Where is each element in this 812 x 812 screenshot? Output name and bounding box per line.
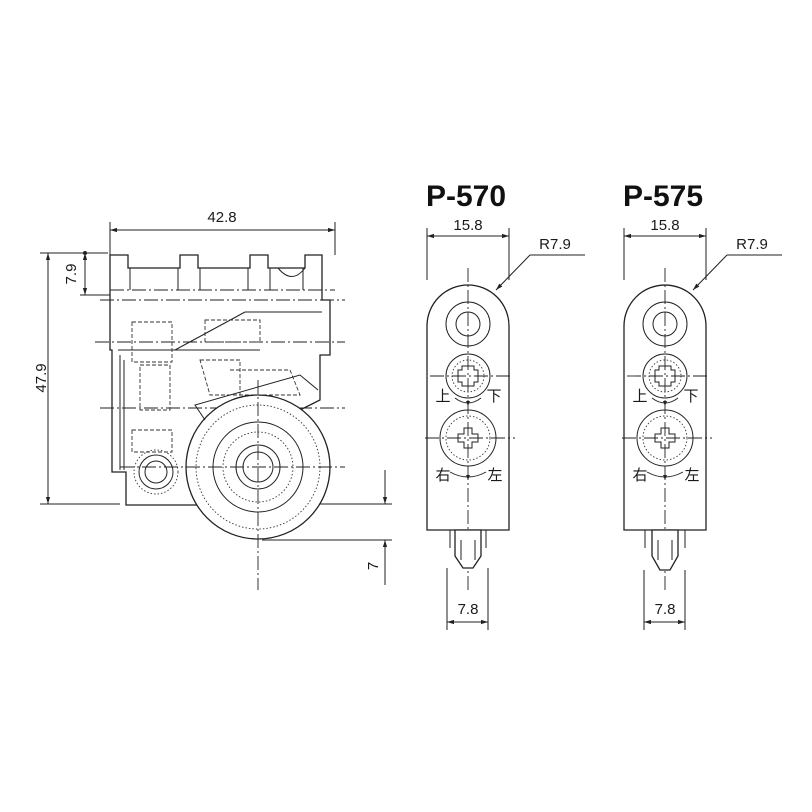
p575-radius-label: R7.9 xyxy=(736,236,768,253)
side-bottom-dimension: 7 xyxy=(262,470,392,585)
p570-width-dimension: 15.8 xyxy=(426,217,510,280)
p570-bottom-dimension: 7.8 xyxy=(446,568,489,630)
part-p575: P-575 15.8 R7.9 上 下 xyxy=(622,180,782,630)
side-width-dimension: 42.8 xyxy=(109,209,336,255)
small-roller xyxy=(133,449,179,495)
p575-upper-screw xyxy=(627,353,707,406)
p570-top-hole xyxy=(445,301,491,347)
p575-lower-screw xyxy=(622,409,712,480)
p570-radius-label: R7.9 xyxy=(539,236,571,253)
side-height-label: 47.9 xyxy=(33,363,50,392)
p575-up-label: 上 xyxy=(632,387,647,405)
side-bottom-label: 7 xyxy=(365,562,382,570)
part-p570: P-570 15.8 R7.9 上 下 xyxy=(425,180,585,630)
side-view: 42.8 47.9 7.9 7 xyxy=(33,209,392,590)
p575-width-dimension: 15.8 xyxy=(623,217,707,280)
p575-bottom-tip xyxy=(644,529,686,571)
side-top-label: 7.9 xyxy=(63,264,80,285)
p575-right-label: 右 xyxy=(632,466,647,484)
p575-bottom-label: 7.8 xyxy=(655,601,676,618)
p575-width-label: 15.8 xyxy=(650,217,679,234)
p575-bottom-dimension: 7.8 xyxy=(643,570,686,630)
side-width-label: 42.8 xyxy=(207,209,236,226)
p575-left-label: 左 xyxy=(684,466,699,484)
p570-right-label: 右 xyxy=(435,466,450,484)
p570-title: P-570 xyxy=(426,180,506,213)
p570-radius-dimension: R7.9 xyxy=(495,236,585,291)
p570-bottom-tip xyxy=(449,529,487,569)
p570-bottom-label: 7.8 xyxy=(458,601,479,618)
p575-top-hole xyxy=(642,301,688,347)
main-wheel xyxy=(120,374,345,590)
p570-left-label: 左 xyxy=(487,466,502,484)
side-top-dimension: 7.9 xyxy=(63,251,112,296)
p570-width-label: 15.8 xyxy=(453,217,482,234)
p570-down-label: 下 xyxy=(486,387,501,405)
side-height-dimension: 47.9 xyxy=(33,252,120,505)
p575-radius-dimension: R7.9 xyxy=(692,236,782,291)
p570-lower-screw xyxy=(425,409,515,480)
p570-up-label: 上 xyxy=(435,387,450,405)
p575-title: P-575 xyxy=(623,180,703,213)
p570-upper-screw xyxy=(430,353,510,406)
p575-down-label: 下 xyxy=(683,387,698,405)
